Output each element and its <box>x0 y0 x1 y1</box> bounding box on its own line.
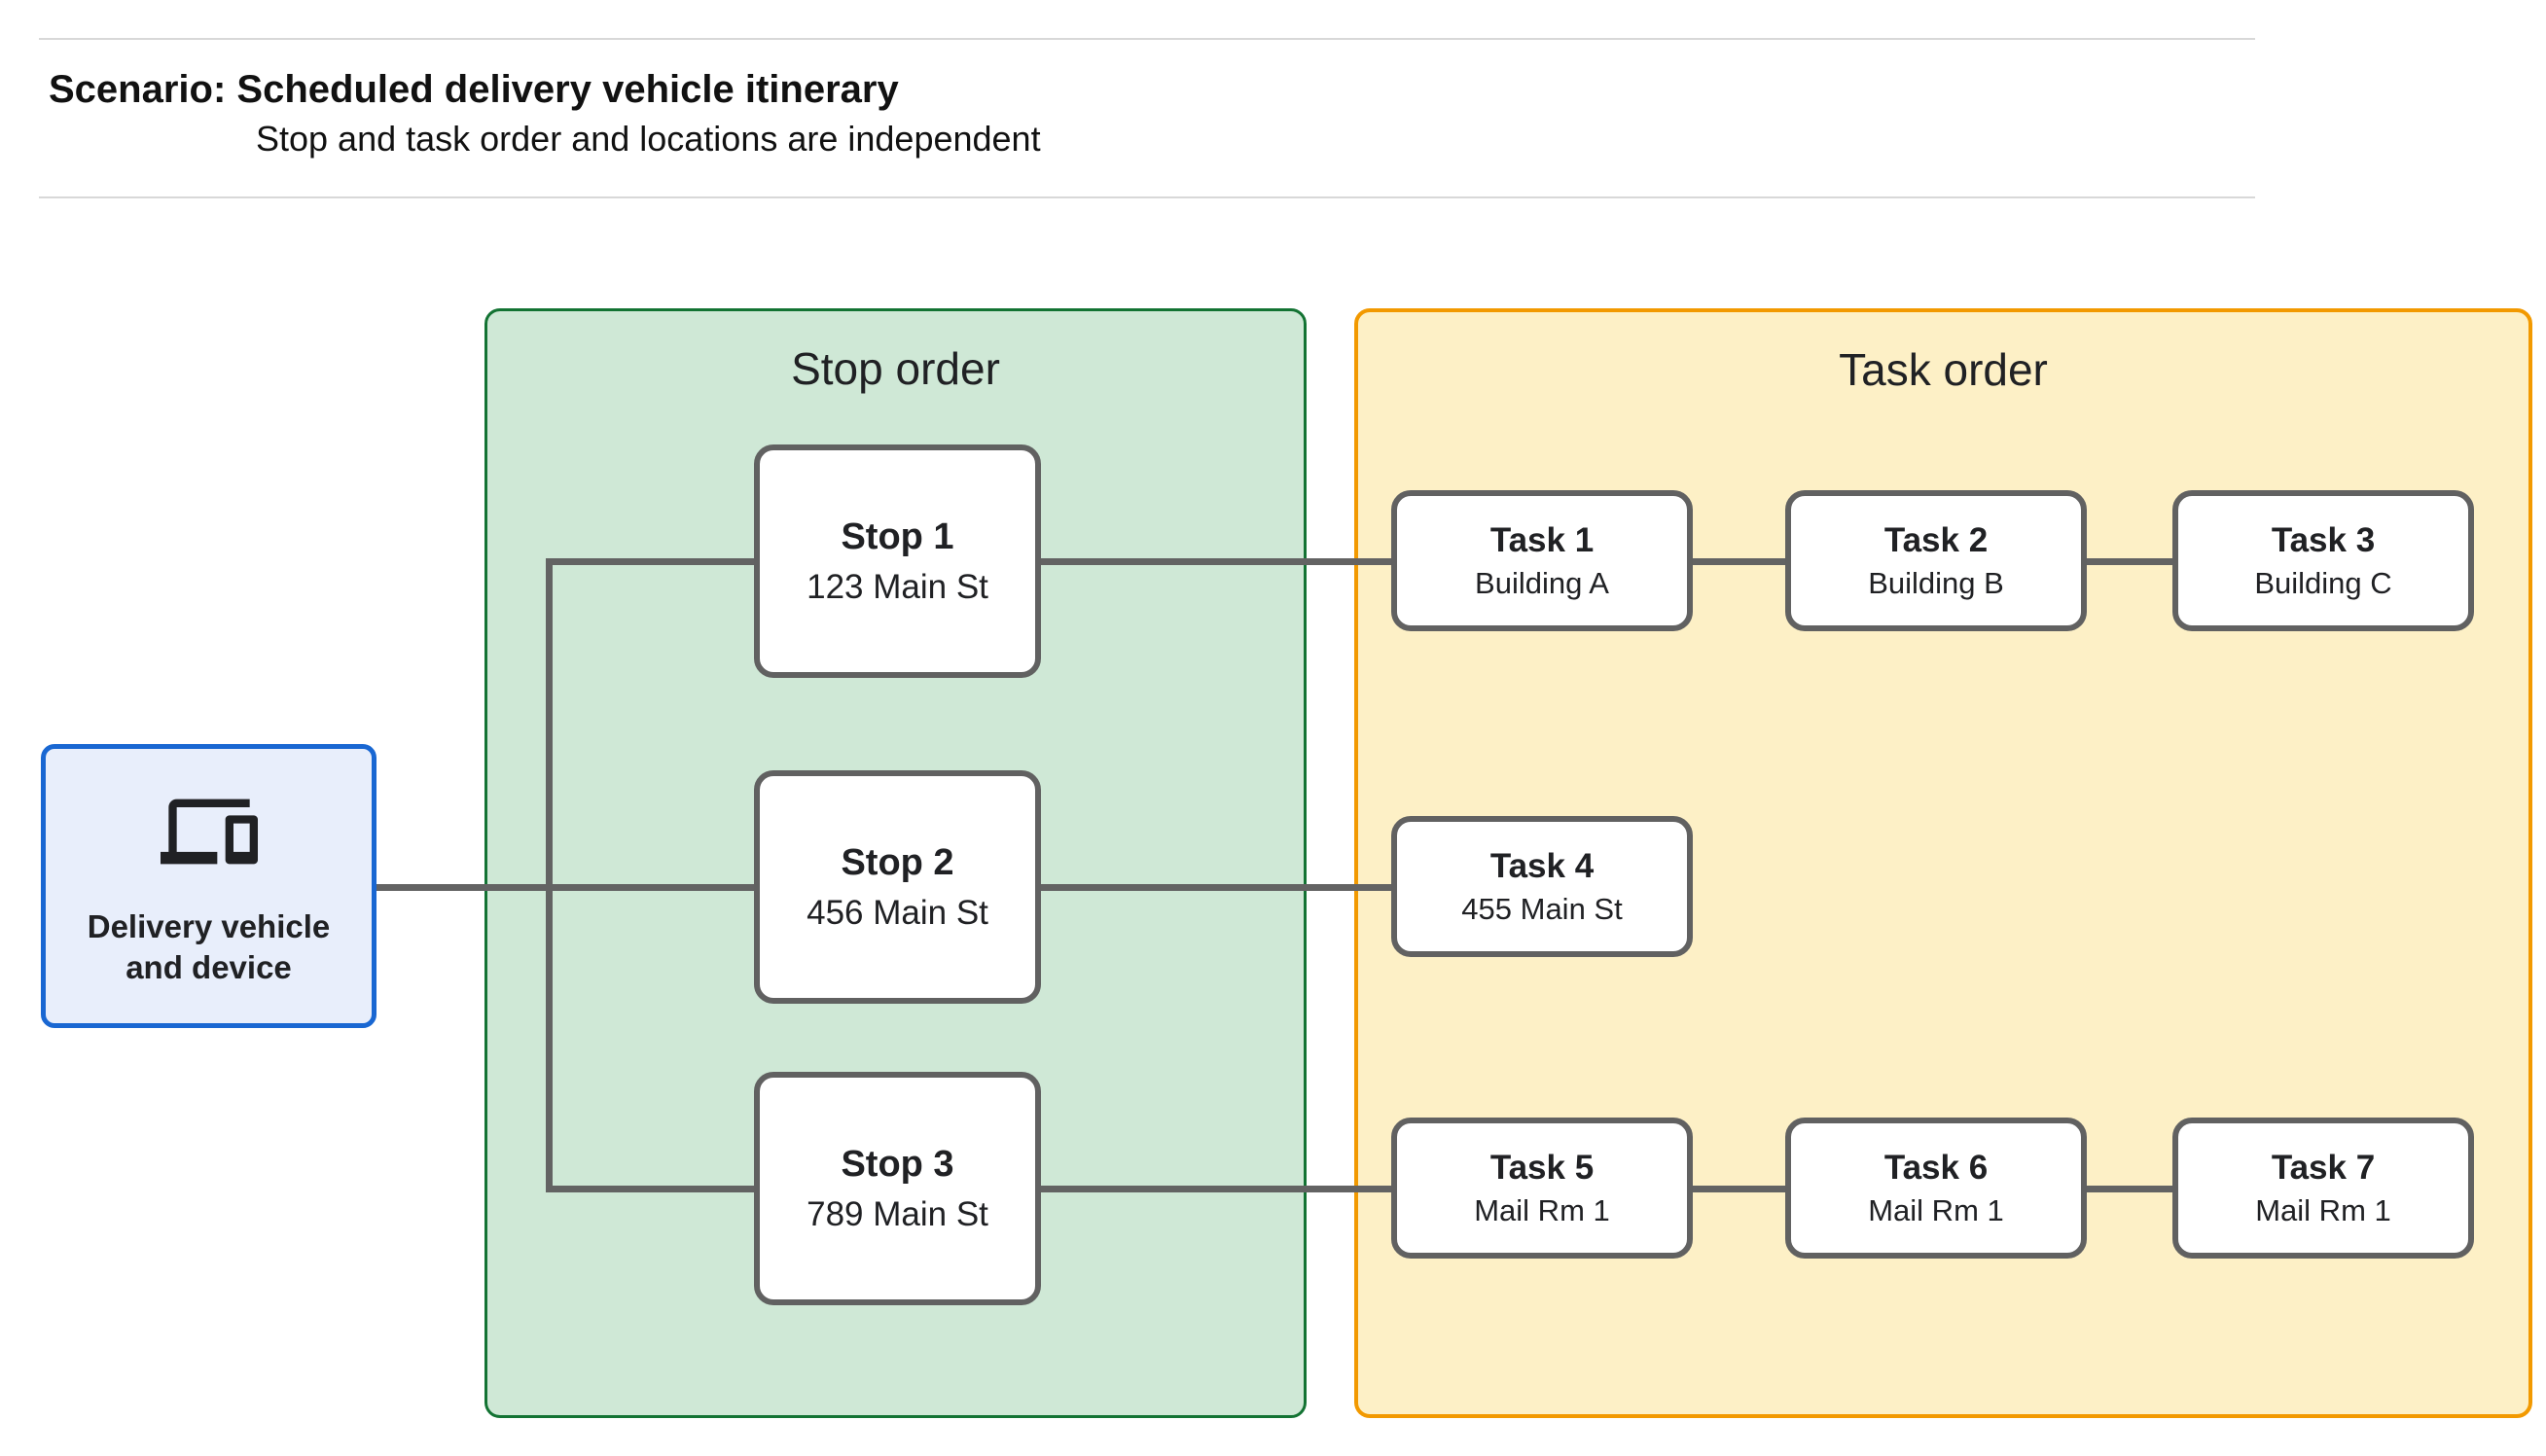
stop-order-panel-title: Stop order <box>791 343 1000 394</box>
task-3-title: Task 3 <box>2271 520 2376 559</box>
task-2-location: Building B <box>1868 566 2004 601</box>
connector-trunk-to-stop3 <box>546 1186 754 1192</box>
connector-trunk-to-stop1 <box>546 558 754 565</box>
task-6-node: Task 6 Mail Rm 1 <box>1785 1118 2087 1259</box>
stop-1-address: 123 Main St <box>807 568 988 607</box>
task-2-node: Task 2 Building B <box>1785 490 2087 631</box>
page-title: Scenario: Scheduled delivery vehicle iti… <box>49 68 899 111</box>
stop-3-node: Stop 3 789 Main St <box>754 1072 1041 1305</box>
stop-2-title: Stop 2 <box>841 841 954 883</box>
devices-icon <box>160 783 258 880</box>
delivery-vehicle-node: Delivery vehicle and device <box>41 744 377 1028</box>
task-7-node: Task 7 Mail Rm 1 <box>2172 1118 2474 1259</box>
task-7-location: Mail Rm 1 <box>2255 1193 2391 1228</box>
stop-2-node: Stop 2 456 Main St <box>754 770 1041 1004</box>
task-4-title: Task 4 <box>1489 846 1595 885</box>
connector-vehicle-to-stops <box>375 884 754 891</box>
task-4-location: 455 Main St <box>1461 892 1623 927</box>
task-2-title: Task 2 <box>1883 520 1989 559</box>
connector-stop1-to-task1 <box>1041 558 1391 565</box>
connector-stop-trunk <box>546 558 553 1192</box>
stop-2-address: 456 Main St <box>807 894 988 933</box>
connector-stop2-to-task4 <box>1041 884 1391 891</box>
task-3-location: Building C <box>2254 566 2392 601</box>
task-1-title: Task 1 <box>1489 520 1595 559</box>
task-5-node: Task 5 Mail Rm 1 <box>1391 1118 1693 1259</box>
stop-1-title: Stop 1 <box>841 515 954 557</box>
header-rule-top <box>39 38 2255 40</box>
delivery-vehicle-label-line1: Delivery vehicle <box>87 907 331 944</box>
task-5-location: Mail Rm 1 <box>1474 1193 1610 1228</box>
task-1-node: Task 1 Building A <box>1391 490 1693 631</box>
page-subtitle: Stop and task order and locations are in… <box>256 119 1041 159</box>
task-order-panel-title: Task order <box>1839 344 2048 395</box>
connector-stop3-to-task5 <box>1041 1186 1391 1192</box>
connector-task1-to-task2 <box>1693 558 1785 565</box>
task-7-title: Task 7 <box>2271 1148 2376 1187</box>
task-1-location: Building A <box>1475 566 1609 601</box>
connector-task5-to-task6 <box>1693 1186 1785 1192</box>
task-6-title: Task 6 <box>1883 1148 1989 1187</box>
stop-1-node: Stop 1 123 Main St <box>754 444 1041 678</box>
task-6-location: Mail Rm 1 <box>1868 1193 2004 1228</box>
task-5-title: Task 5 <box>1489 1148 1595 1187</box>
task-4-node: Task 4 455 Main St <box>1391 816 1693 957</box>
connector-task6-to-task7 <box>2087 1186 2172 1192</box>
header-rule-bottom <box>39 196 2255 198</box>
stop-3-address: 789 Main St <box>807 1195 988 1234</box>
delivery-vehicle-label: Delivery vehicle and device <box>46 906 372 988</box>
task-3-node: Task 3 Building C <box>2172 490 2474 631</box>
connector-task2-to-task3 <box>2087 558 2172 565</box>
stop-3-title: Stop 3 <box>841 1143 954 1185</box>
delivery-vehicle-label-line2: and device <box>126 948 292 985</box>
